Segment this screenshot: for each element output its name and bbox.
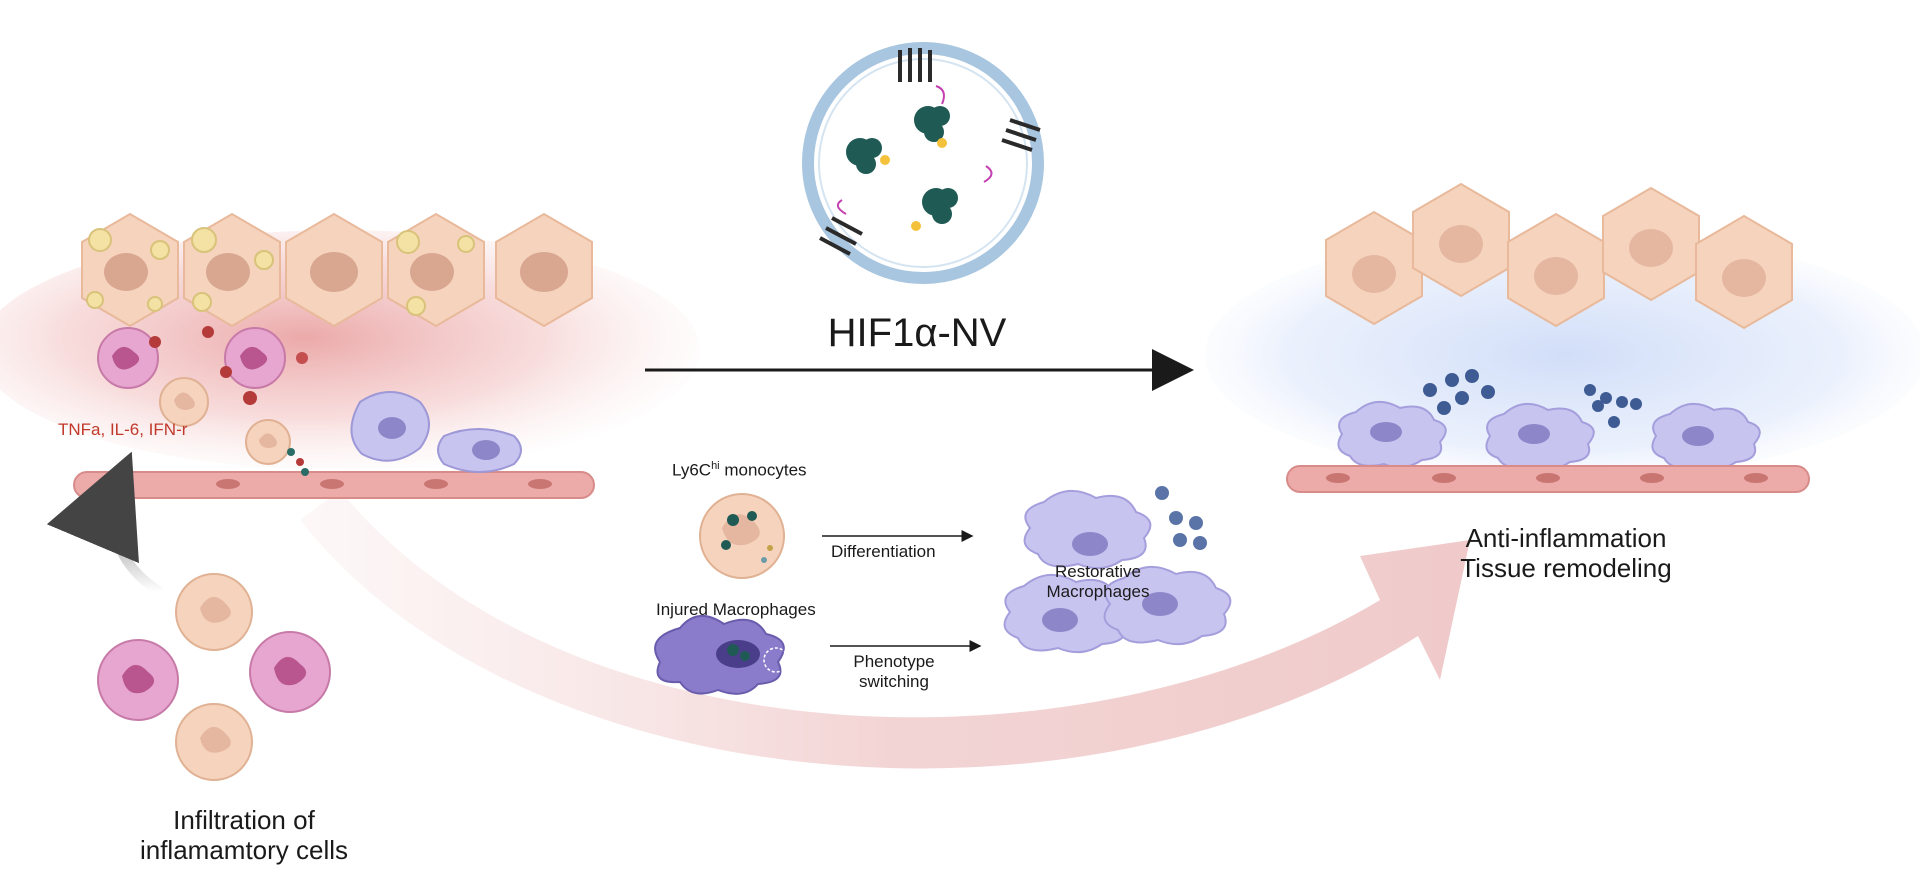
- left-endothelium: [73, 471, 595, 499]
- recruit-curved-arrow: [46, 451, 163, 597]
- differentiation-label: Differentiation: [831, 542, 936, 561]
- sweep-arrow: [300, 490, 1470, 769]
- left-caption: Infiltration of inflamamtory cells: [139, 805, 349, 866]
- phenotype-label: Phenotype switching: [853, 652, 934, 691]
- left-hepatocyte-row: [81, 212, 593, 328]
- left-caption-line1: Infiltration of: [173, 805, 315, 835]
- restorative-line2: Macrophages: [1046, 581, 1150, 601]
- agent-title: HIF1α-NV: [827, 311, 1007, 355]
- nanovesicle: [802, 42, 1044, 284]
- restorative-label: Restorative Macrophages: [1046, 562, 1149, 601]
- left-macrophages: [350, 391, 522, 473]
- outcome-label: Anti-inflammation Tissue remodeling: [1460, 523, 1672, 584]
- monocytes-label: Ly6Chi monocytes: [672, 460, 807, 480]
- left-caption-line2: inflamamtory cells: [139, 834, 349, 865]
- circulating-cells: [97, 573, 331, 781]
- neutrophil-cells: [97, 326, 309, 476]
- monocytes-label-sup: hi: [711, 460, 720, 472]
- right-hepatocyte-row: [1325, 182, 1793, 330]
- phenotype-line1: Phenotype: [853, 652, 935, 671]
- outcome-line1: Anti-inflammation: [1465, 523, 1667, 553]
- restorative-line1: Restorative: [1055, 562, 1141, 581]
- monocytes-label-main: Ly6C: [672, 460, 712, 480]
- ly6c-monocyte: [699, 493, 785, 579]
- cytokine-label: TNFa, IL-6, IFN-r: [58, 420, 188, 439]
- restorative-macrophages: [1003, 486, 1232, 654]
- outcome-line2: Tissue remodeling: [1460, 552, 1672, 583]
- injured-macrophages-label: Injured Macrophages: [656, 600, 816, 619]
- injured-macrophage: [654, 615, 789, 695]
- right-macrophages: [1337, 369, 1761, 471]
- right-endothelium: [1286, 465, 1810, 493]
- monocytes-label-tail: monocytes: [719, 460, 807, 480]
- phenotype-line2: switching: [859, 671, 929, 691]
